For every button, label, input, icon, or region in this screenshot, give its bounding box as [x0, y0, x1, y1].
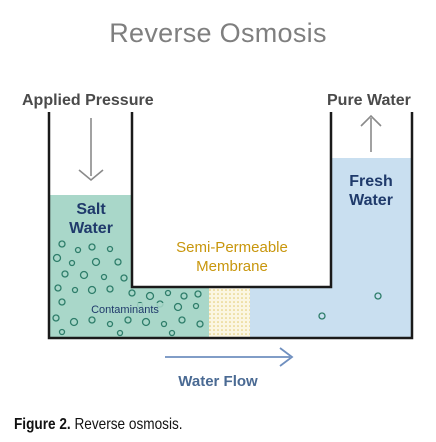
fresh-water-bottom-fill	[250, 287, 412, 338]
membrane-label-line1: Semi-Permeable	[176, 239, 288, 256]
diagram-title: Reverse Osmosis	[109, 18, 327, 48]
applied-pressure-arrow	[78, 118, 104, 182]
fresh-water-label-line2: Water	[349, 192, 393, 209]
membrane-dots	[209, 287, 250, 338]
contaminants-label: Contaminants	[91, 304, 159, 316]
contaminants-label-bg	[84, 303, 166, 316]
fresh-water-label-line1: Fresh	[349, 173, 393, 190]
applied-pressure-label: Applied Pressure	[22, 92, 154, 109]
membrane-label-line2: Membrane	[196, 258, 268, 275]
figure-caption: Figure 2. Reverse osmosis.	[14, 416, 183, 434]
water-flow-arrow	[165, 347, 294, 367]
fresh-water-bubbles	[318, 292, 382, 320]
pure-water-label: Pure Water	[327, 92, 411, 109]
water-flow-label: Water Flow	[178, 373, 258, 390]
salt-water-label-line2: Water	[69, 220, 113, 237]
caption-text: Reverse osmosis.	[74, 416, 183, 433]
salt-water-label-line1: Salt	[76, 201, 106, 218]
pure-water-arrow	[360, 114, 382, 152]
caption-prefix: Figure 2.	[14, 416, 71, 433]
container-outline	[47, 112, 414, 340]
